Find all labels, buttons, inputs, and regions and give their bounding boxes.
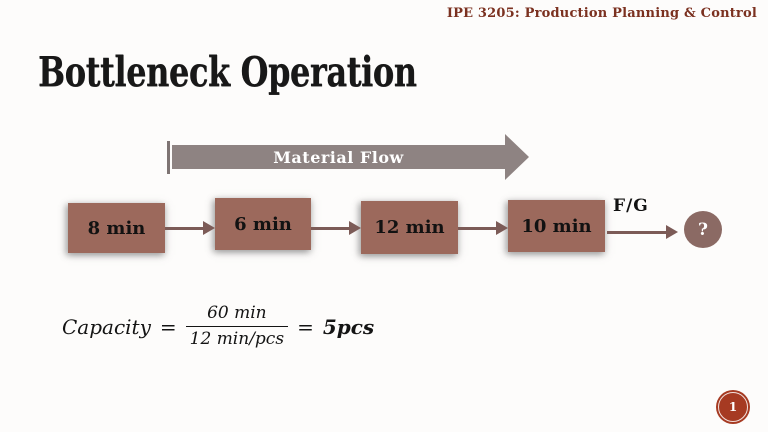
capacity-formula: Capacity = 60 min 12 min/pcs = 5pcs [62, 303, 374, 351]
finished-goods-label: F/G [613, 196, 649, 216]
connector-arrow-output [607, 231, 667, 234]
course-header: IPE 3205: Production Planning & Control [446, 6, 757, 21]
connector-arrow-1 [165, 227, 204, 230]
formula-result: 5pcs [322, 314, 375, 339]
connector-arrow-2 [311, 227, 350, 230]
page-number: 1 [718, 392, 748, 422]
material-flow-arrow: Material Flow [172, 145, 505, 169]
station-box-2: 6 min [215, 198, 311, 250]
material-flow-left-bar [167, 141, 170, 174]
formula-equals: = [159, 314, 177, 339]
formula-numerator: 60 min [185, 303, 289, 328]
connector-arrowhead-2-icon [349, 221, 361, 235]
formula-denominator: 12 min/pcs [189, 329, 285, 350]
connector-arrow-3 [458, 227, 497, 230]
connector-arrowhead-1-icon [203, 221, 215, 235]
station-box-3: 12 min [361, 201, 458, 254]
connector-arrowhead-output-icon [666, 225, 678, 239]
page-number-badge: 1 [716, 390, 750, 424]
station-box-1: 8 min [68, 203, 165, 253]
material-flow-arrowhead-icon [505, 134, 529, 180]
formula-equals-2: = [297, 314, 314, 339]
connector-arrowhead-3-icon [496, 221, 508, 235]
formula-lhs: Capacity [62, 314, 151, 339]
slide-title: Bottleneck Operation [38, 48, 417, 96]
unknown-output-circle: ? [684, 211, 722, 248]
formula-fraction: 60 min 12 min/pcs [185, 303, 289, 351]
station-box-4: 10 min [508, 200, 605, 252]
material-flow-label: Material Flow [273, 147, 404, 167]
